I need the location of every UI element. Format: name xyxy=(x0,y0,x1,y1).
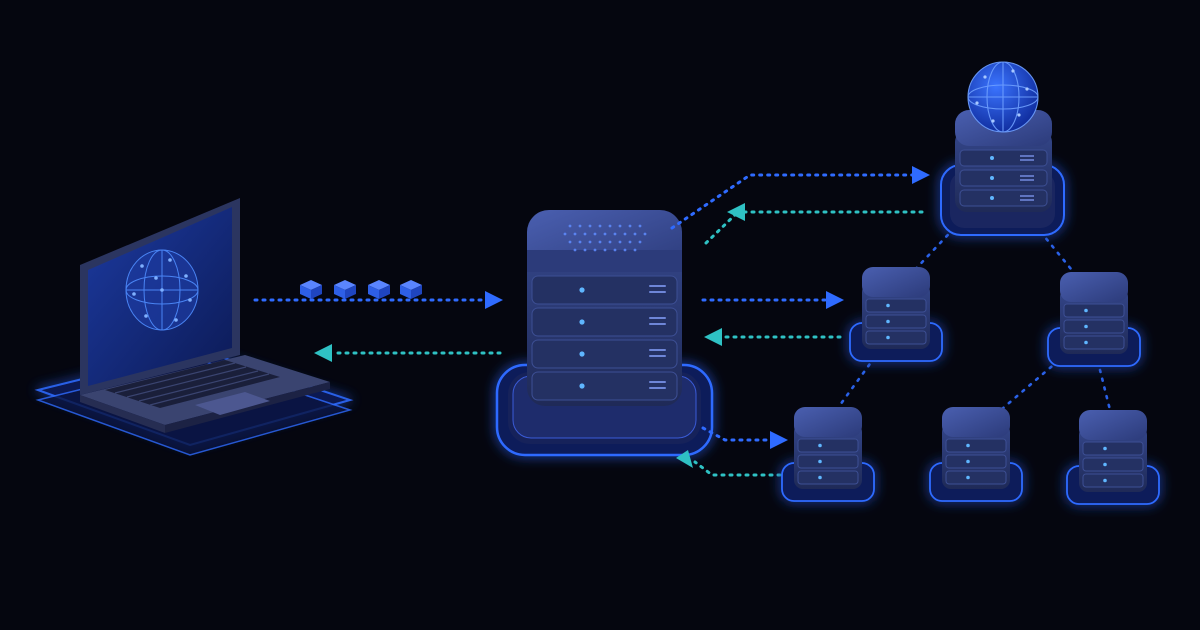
client-response-arrow xyxy=(314,344,500,362)
server-node-b xyxy=(782,407,874,501)
server-node-d xyxy=(930,407,1022,501)
root-request-arrow xyxy=(672,166,930,228)
server-node-a xyxy=(850,267,942,361)
root-response-arrow xyxy=(706,203,922,243)
node-b-request-arrow xyxy=(703,428,788,449)
packet xyxy=(300,280,322,299)
root-server xyxy=(941,62,1064,235)
node-a-request-arrow xyxy=(703,291,844,309)
link-node-c-node-e xyxy=(1100,370,1110,410)
data-packets xyxy=(300,280,422,299)
server-node-e xyxy=(1067,410,1159,504)
central-server xyxy=(497,210,712,455)
client-laptop xyxy=(38,198,350,455)
packet xyxy=(368,280,390,299)
globe-icon xyxy=(126,250,198,330)
globe-icon xyxy=(968,62,1038,132)
packet xyxy=(400,280,422,299)
node-a-response-arrow xyxy=(704,328,840,346)
server-node-c xyxy=(1048,272,1140,366)
packet xyxy=(334,280,356,299)
